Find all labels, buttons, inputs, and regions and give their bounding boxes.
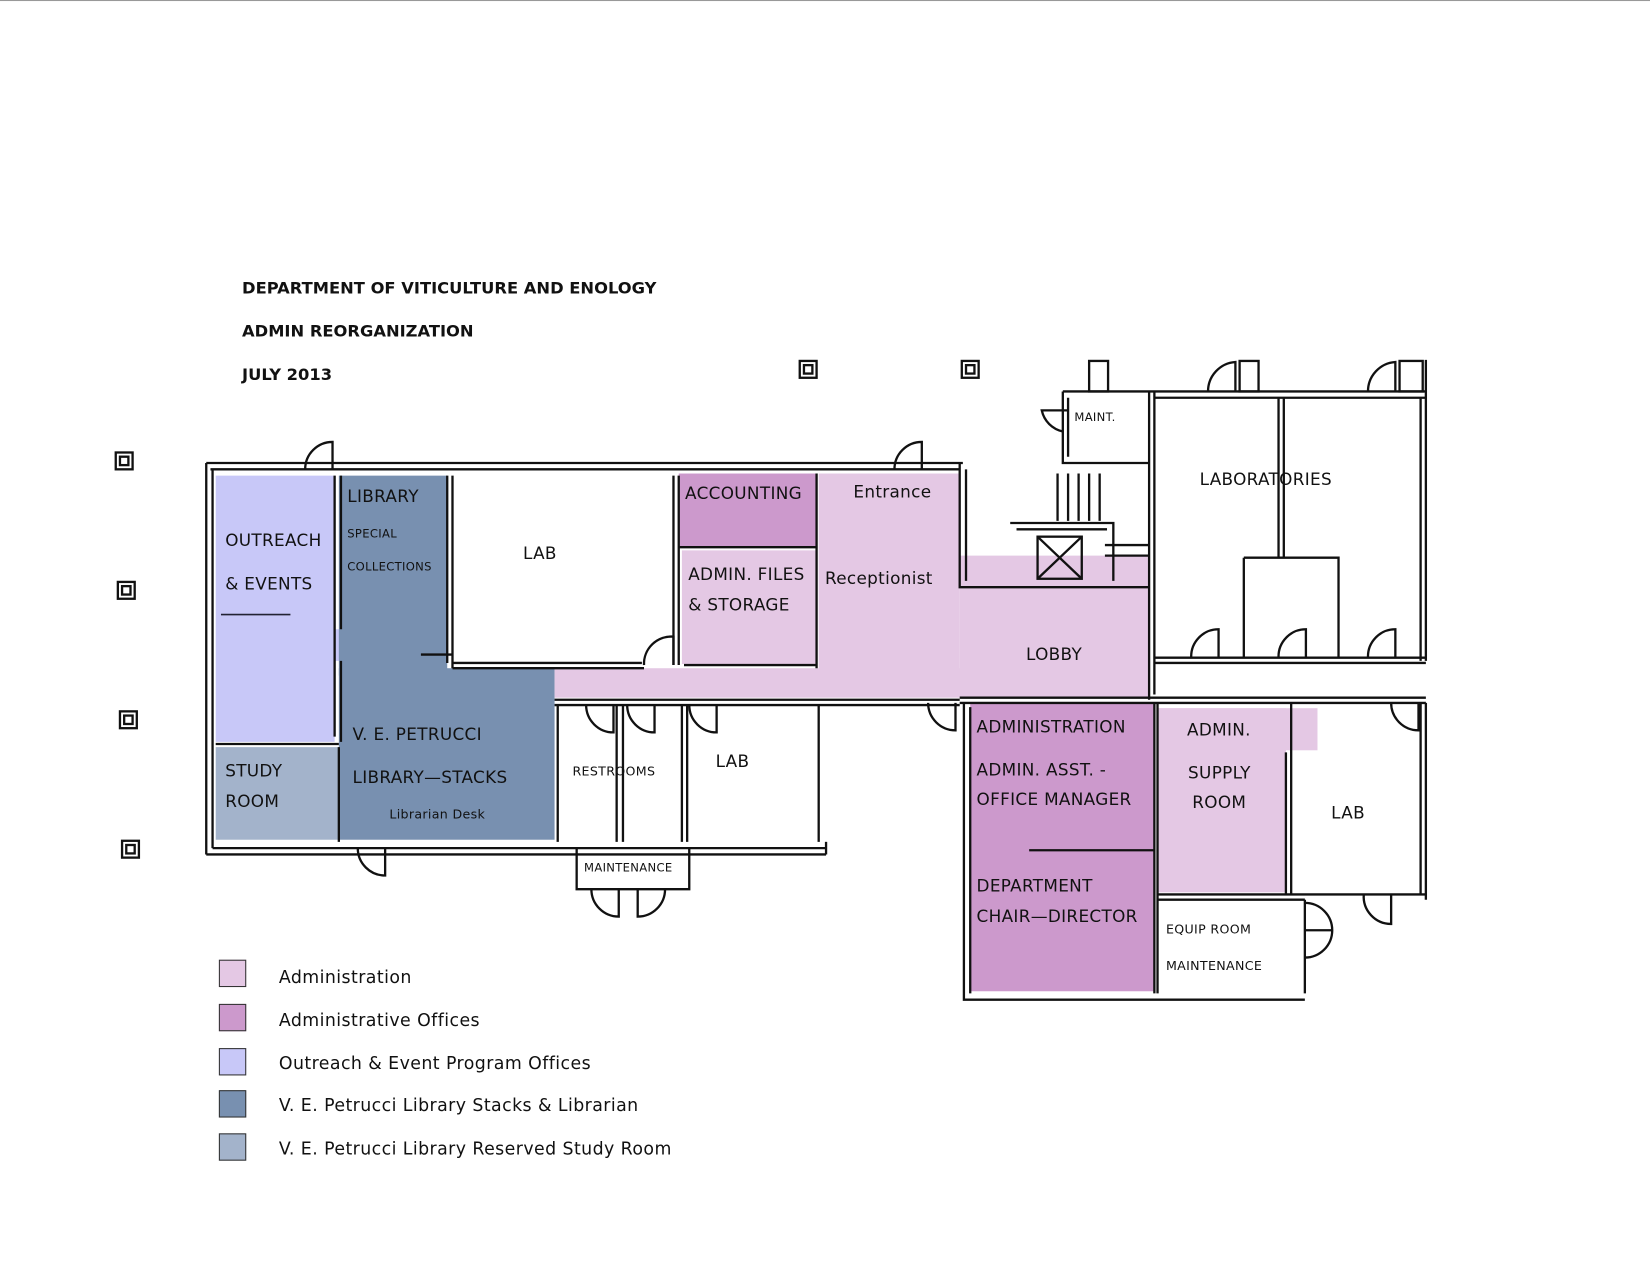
legend-swatch-study-room: [218, 1133, 247, 1161]
label-lab-mid: LAB: [715, 751, 750, 772]
label-administration: ADMINISTRATION: [976, 716, 1126, 737]
label-admin-asst-2: OFFICE MANAGER: [976, 789, 1132, 810]
legend-label: Administrative Offices: [278, 1010, 481, 1031]
label-admin-files-1: ADMIN. FILES: [688, 564, 805, 585]
label-collections: COLLECTIONS: [347, 559, 432, 574]
label-outreach-1: OUTREACH: [225, 530, 322, 551]
zone-study-room: [215, 747, 340, 840]
zone-supply: [1157, 708, 1286, 893]
label-supply-3: ROOM: [1192, 792, 1247, 813]
label-lab-right: LAB: [1331, 802, 1365, 823]
label-lobby: LOBBY: [1025, 644, 1083, 665]
label-lab-top: LAB: [522, 542, 557, 563]
zone-admin-files: [681, 550, 817, 665]
zone-reception: [818, 473, 960, 674]
label-dept-chair-2: CHAIR—DIRECTOR: [976, 906, 1138, 927]
label-receptionist: Receptionist: [825, 568, 933, 589]
title-department: DEPARTMENT OF VITICULTURE AND ENOLOGY: [242, 278, 657, 298]
legend-label: Outreach & Event Program Offices: [278, 1053, 592, 1074]
label-admin-asst-1: ADMIN. ASST. -: [976, 759, 1107, 780]
label-special: SPECIAL: [347, 527, 397, 541]
zone-accounting: [678, 473, 817, 548]
zone-library-stacks: [338, 668, 555, 840]
label-restrooms: RESTROOMS: [572, 763, 656, 779]
top-border: [0, 0, 1650, 2]
legend-swatch-admin-offices: [218, 1003, 247, 1032]
label-library: LIBRARY: [347, 486, 419, 507]
label-equip-room: EQUIP ROOM: [1165, 921, 1252, 937]
zone-admin-offices: [970, 702, 1155, 992]
legend-swatch-administration: [218, 959, 247, 988]
zone-corridor: [554, 668, 1150, 698]
legend-swatch-outreach: [218, 1048, 247, 1076]
label-dept-chair-1: DEPARTMENT: [976, 875, 1093, 896]
label-admin-files-2: & STORAGE: [688, 594, 790, 615]
label-maintenance: MAINTENANCE: [584, 860, 673, 875]
title-date: JULY 2013: [242, 365, 333, 385]
legend-label: V. E. Petrucci Library Reserved Study Ro…: [278, 1138, 672, 1159]
label-supply-1: ADMIN.: [1186, 719, 1251, 740]
label-study-2: ROOM: [225, 791, 280, 812]
legend-label: Administration: [278, 967, 412, 988]
label-accounting: ACCOUNTING: [685, 483, 803, 503]
label-maint: MAINT.: [1074, 410, 1116, 425]
label-entrance: Entrance: [853, 481, 932, 502]
label-petrucci-2: LIBRARY—STACKS: [352, 767, 508, 788]
legend-swatch-library-stacks: [218, 1090, 247, 1118]
label-supply-2: SUPPLY: [1188, 762, 1251, 783]
label-outreach-2: & EVENTS: [225, 573, 313, 594]
label-equip-maint: MAINTENANCE: [1165, 958, 1263, 974]
zone-library-special: [338, 475, 448, 676]
zone-outreach: [215, 475, 335, 742]
title-subtitle: ADMIN REORGANIZATION: [242, 322, 474, 341]
label-laboratories: LABORATORIES: [1199, 469, 1332, 490]
label-petrucci-1: V. E. PETRUCCI: [352, 723, 482, 744]
label-librarian-desk: Librarian Desk: [389, 807, 486, 822]
legend-label: V. E. Petrucci Library Stacks & Libraria…: [278, 1095, 639, 1116]
label-study-1: STUDY: [225, 760, 283, 781]
